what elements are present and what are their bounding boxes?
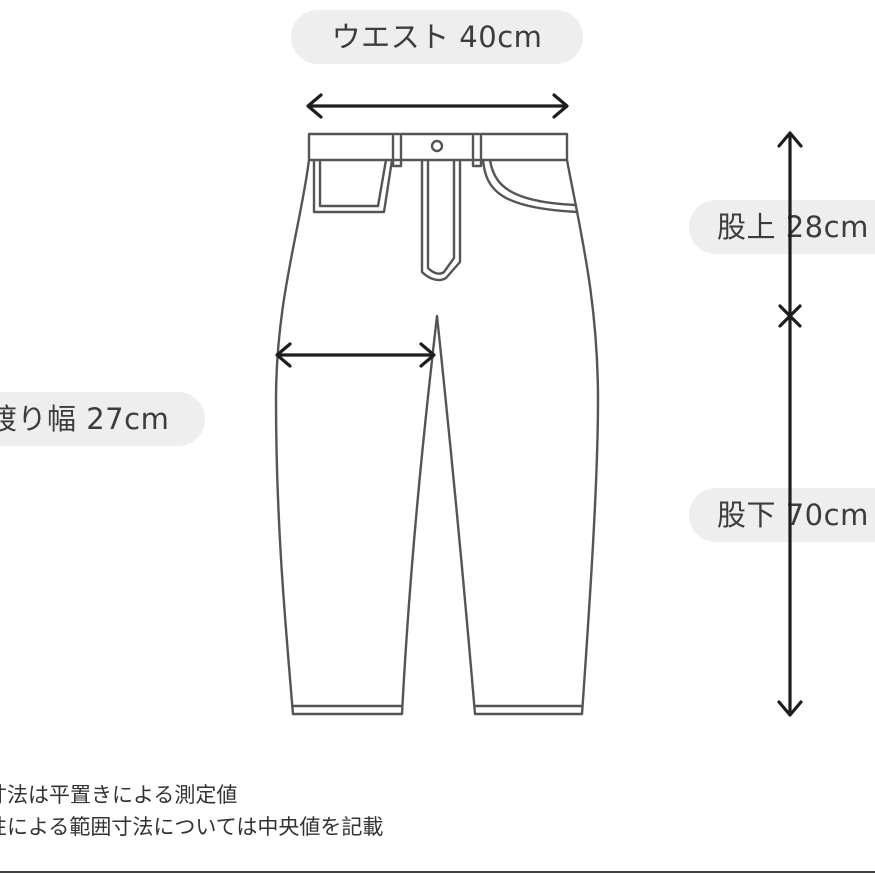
rise-label: 股上 28cm [689, 200, 875, 254]
waist-arrow [306, 93, 569, 119]
note-size-range: 性による範囲寸法については中央値を記載 [0, 815, 384, 839]
waist-label: ウエスト 40cm [291, 10, 583, 64]
waistband [307, 132, 569, 162]
inseam-label: 股下 70cm [689, 488, 875, 542]
rise-arrow [777, 131, 803, 314]
right-pocket [481, 158, 579, 214]
left-pocket [312, 158, 394, 214]
inseam-arrow [777, 316, 803, 717]
waist-button [430, 139, 444, 153]
note-measurement-method: 寸法は平置きによる測定値 [0, 783, 238, 807]
right-pocket-inner [488, 158, 578, 207]
belt-loop-left [391, 134, 403, 168]
left-pocket-inner [318, 158, 388, 208]
crotch-mark [778, 304, 802, 328]
pants-outline [274, 132, 600, 716]
belt-loop-right [471, 134, 483, 168]
bottom-divider [0, 871, 875, 873]
fly-outer [420, 158, 462, 282]
thigh-arrow [275, 342, 436, 368]
measurement-arrows [275, 93, 803, 717]
thigh-width-label: 渡り幅 27cm [0, 392, 205, 446]
fly-inner [426, 158, 456, 275]
pants-body [274, 158, 600, 716]
